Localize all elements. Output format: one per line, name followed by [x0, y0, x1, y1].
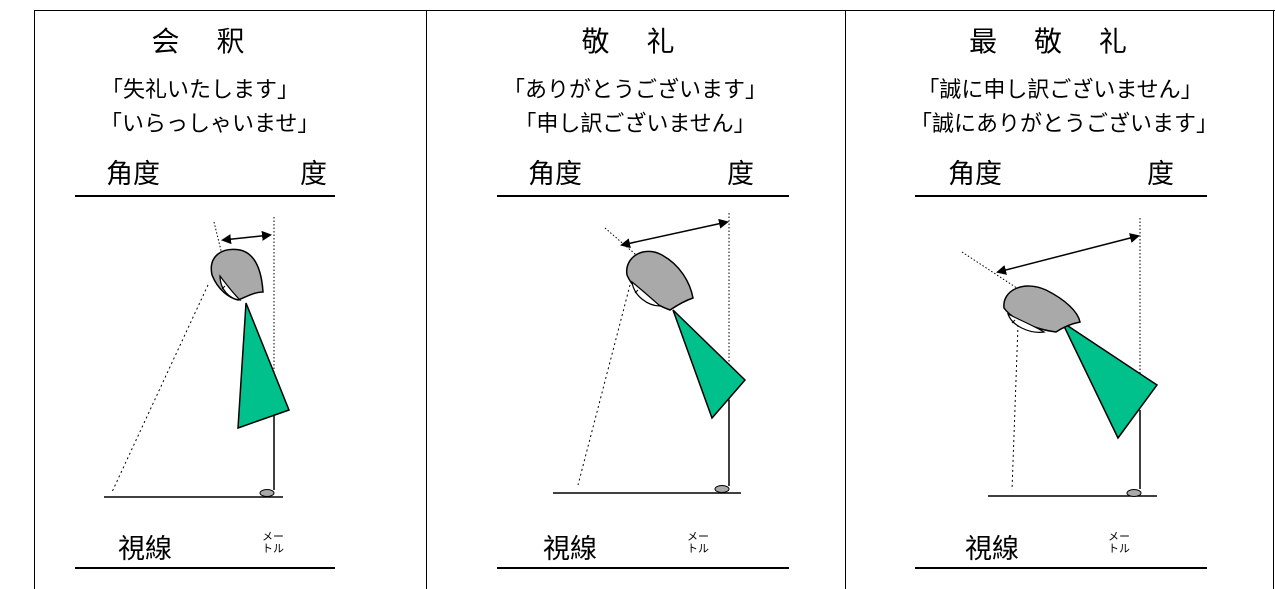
- angle-arrow: [996, 233, 1140, 275]
- phrase-line-2: 「申し訳ございません」: [514, 112, 756, 137]
- eye: [1011, 319, 1016, 324]
- sight-unit-bottom: トル: [262, 542, 284, 555]
- angle-unit: 度: [1147, 159, 1174, 190]
- angle-answer-line: [75, 195, 335, 197]
- panel-title: 敬 礼: [581, 25, 689, 58]
- figure-keirei: [553, 213, 747, 494]
- table-top-border: [34, 10, 1275, 11]
- panel-title: 最 敬 礼: [969, 25, 1141, 58]
- face: [631, 280, 662, 307]
- hair: [210, 248, 264, 301]
- eye: [221, 285, 226, 290]
- dress: [1060, 319, 1159, 440]
- dress: [672, 309, 747, 420]
- sight-label: 視線: [118, 534, 172, 565]
- angle-unit: 度: [300, 159, 327, 190]
- sight-unit: メー トル: [258, 531, 288, 555]
- foot: [1126, 489, 1142, 497]
- sight-answer-line: [915, 567, 1207, 569]
- angle-unit: 度: [727, 159, 754, 190]
- foot: [259, 489, 275, 497]
- sight-label: 視線: [965, 534, 1019, 565]
- table-left-border: [34, 10, 35, 589]
- sight-unit-top: メー: [262, 530, 284, 543]
- sight-unit-bottom: トル: [1108, 542, 1130, 555]
- table-right-border: [1273, 10, 1274, 589]
- sight-unit-top: メー: [687, 530, 709, 543]
- phrase-line-1: 「ありがとうございます」: [502, 78, 767, 103]
- sight-line-dotted: [1011, 324, 1019, 491]
- panel-title: 会 釈: [151, 25, 259, 58]
- angle-arrow: [620, 218, 729, 249]
- table-divider-1: [426, 10, 427, 589]
- sight-line-dotted: [577, 284, 631, 486]
- sight-label: 視線: [543, 534, 597, 565]
- sight-unit-bottom: トル: [687, 542, 709, 555]
- angle-line-dotted: [961, 251, 1036, 301]
- angle-label: 角度: [106, 159, 160, 190]
- dress: [237, 302, 290, 430]
- phrase-line-1: 「誠に申し訳ございません」: [917, 78, 1203, 103]
- foot: [714, 485, 730, 493]
- hair: [626, 250, 694, 311]
- eye: [634, 289, 639, 294]
- phrase-line-2: 「いらっしゃいませ」: [100, 112, 320, 137]
- phrase-line-2: 「誠にありがとうございます」: [910, 112, 1219, 137]
- angle-answer-line: [497, 195, 789, 197]
- table-divider-2: [845, 10, 846, 589]
- face: [219, 274, 242, 301]
- hair: [1003, 285, 1081, 333]
- phrase-line-1: 「失礼いたします」: [100, 78, 299, 103]
- angle-answer-line: [915, 195, 1207, 197]
- angle-arrow: [221, 230, 272, 245]
- sight-line-dotted: [111, 284, 209, 493]
- face: [1006, 312, 1046, 333]
- figure-eshaku: [104, 217, 290, 498]
- sight-unit: メー トル: [683, 531, 713, 555]
- angle-label: 角度: [948, 159, 1002, 190]
- figure-saikeirei: [961, 218, 1159, 497]
- angle-label: 角度: [528, 159, 582, 190]
- sight-answer-line: [497, 567, 789, 569]
- angle-line-dotted: [604, 227, 666, 281]
- sight-unit-top: メー: [1108, 530, 1130, 543]
- sight-unit: メー トル: [1104, 531, 1134, 555]
- sight-answer-line: [75, 567, 335, 569]
